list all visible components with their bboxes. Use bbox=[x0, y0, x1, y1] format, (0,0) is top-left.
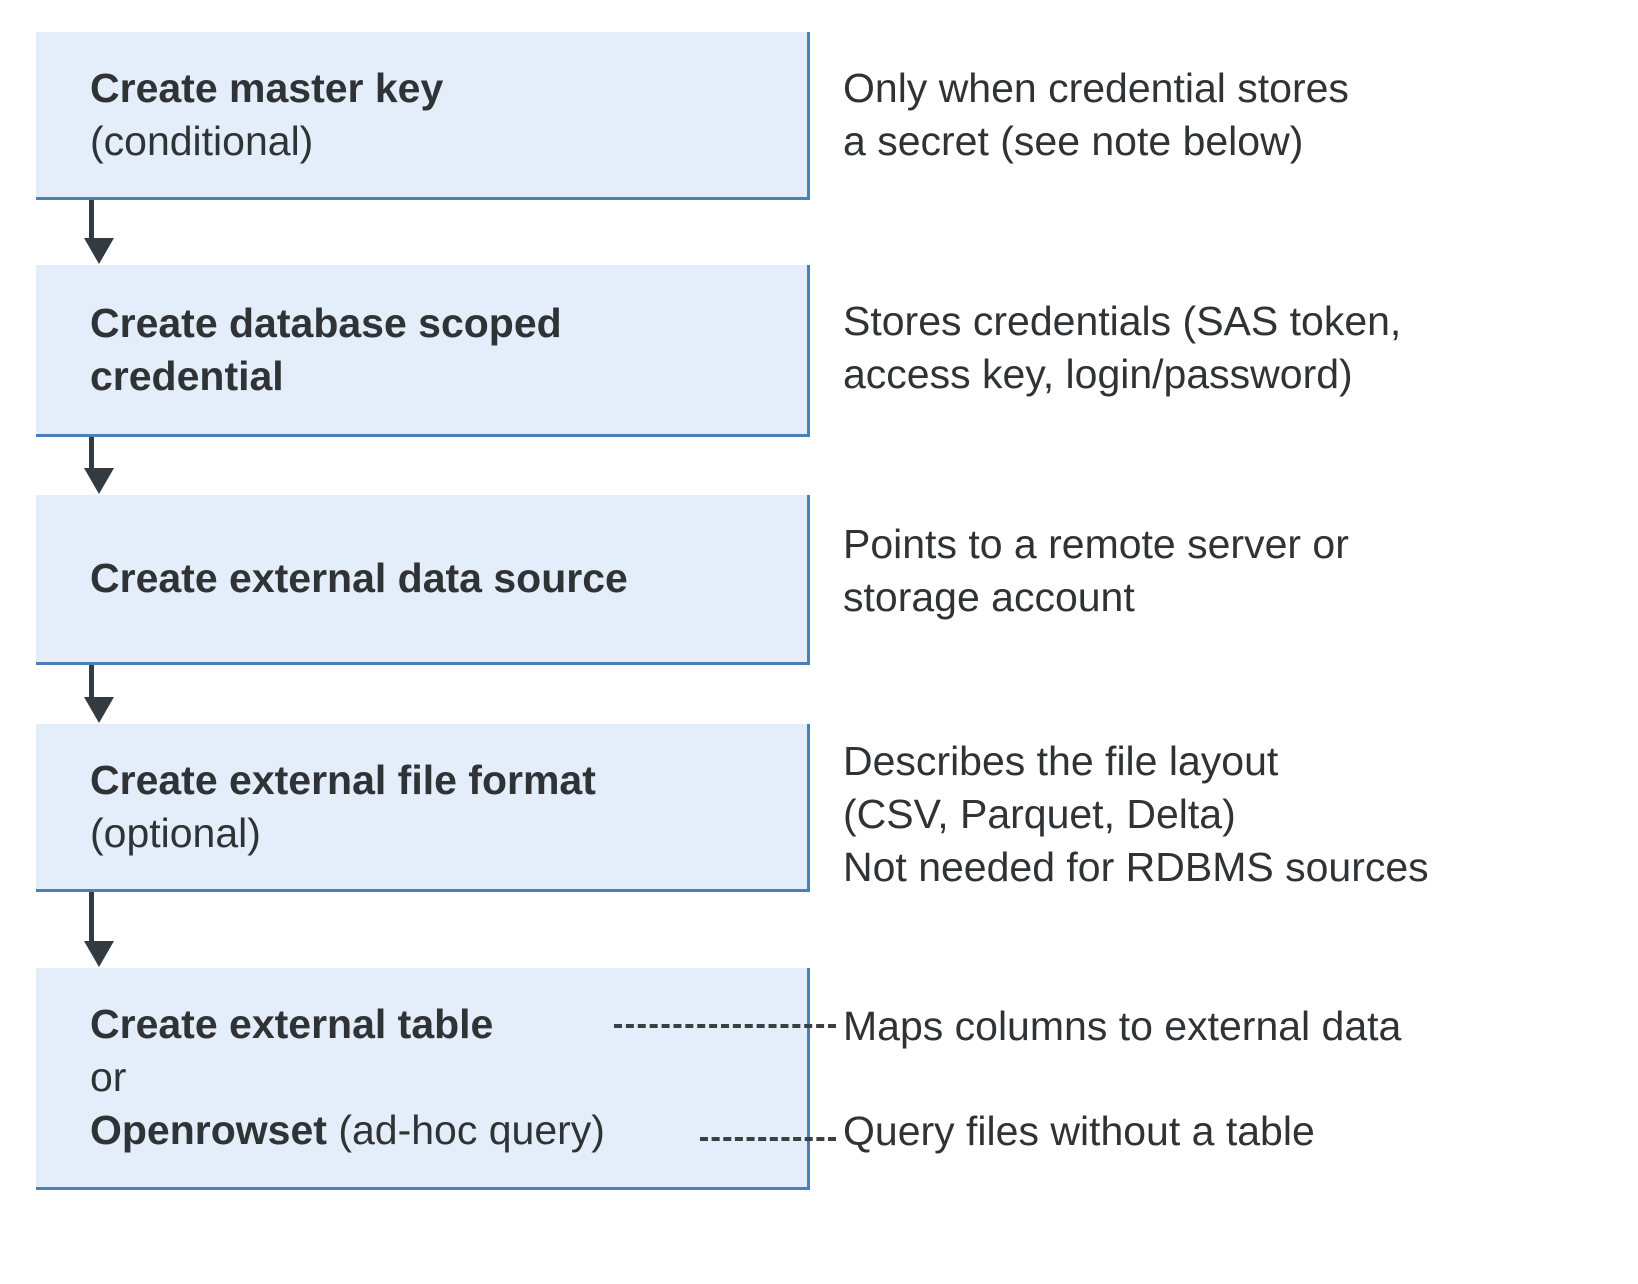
flow-box-create-external-file-format[interactable]: Create external file format (optional) bbox=[36, 724, 810, 892]
flow-box-create-master-key[interactable]: Create master key (conditional) bbox=[36, 32, 810, 200]
note-create-external-file-format: Describes the file layout (CSV, Parquet,… bbox=[843, 735, 1633, 894]
note-line: Query files without a table bbox=[843, 1108, 1315, 1154]
flow-box-create-external-data-source[interactable]: Create external data source bbox=[36, 495, 810, 665]
dashed-connector-external-table bbox=[614, 1024, 836, 1028]
box-title-create-database-scoped: Create database scoped bbox=[90, 299, 562, 346]
note-line: Stores credentials (SAS token, bbox=[843, 298, 1402, 344]
box-text-group: Create external file format (optional) bbox=[36, 754, 807, 860]
note-line: (CSV, Parquet, Delta) bbox=[843, 791, 1236, 837]
box-title-create-master-key: Create master key bbox=[90, 64, 444, 111]
box-title-create-external-table: Create external table bbox=[90, 1001, 494, 1047]
box-text-group: Create database scoped credential bbox=[36, 297, 807, 403]
note-create-external-data-source: Points to a remote server or storage acc… bbox=[843, 518, 1633, 624]
box-subtitle-conditional: (conditional) bbox=[90, 117, 314, 164]
arrow-shaft bbox=[89, 200, 94, 239]
openrowset-label: Openrowset bbox=[90, 1107, 327, 1153]
box-title-credential: credential bbox=[90, 352, 284, 399]
box-title-create-external-file-format: Create external file format bbox=[90, 756, 596, 803]
note-line: access key, login/password) bbox=[843, 351, 1353, 397]
box-subtitle-optional: (optional) bbox=[90, 809, 261, 856]
openrowset-qualifier: (ad-hoc query) bbox=[326, 1107, 605, 1153]
flow-box-create-external-table-or-openrowset[interactable]: Create external table or Openrowset (ad-… bbox=[36, 968, 810, 1190]
box-text-group: Create master key (conditional) bbox=[36, 62, 807, 168]
note-line: Describes the file layout bbox=[843, 738, 1279, 784]
note-query-files-without-a-table: Query files without a table bbox=[843, 1105, 1633, 1158]
note-line: a secret (see note below) bbox=[843, 118, 1304, 164]
arrow-down-icon-3 bbox=[84, 665, 114, 724]
arrow-head bbox=[84, 468, 114, 494]
box-title-openrowset: Openrowset (ad-hoc query) bbox=[90, 1104, 793, 1157]
arrow-head bbox=[84, 941, 114, 967]
flow-box-create-database-scoped-credential[interactable]: Create database scoped credential bbox=[36, 265, 810, 437]
arrow-head bbox=[84, 697, 114, 723]
arrow-shaft bbox=[89, 892, 94, 942]
arrow-down-icon-4 bbox=[84, 892, 114, 968]
note-line: Only when credential stores bbox=[843, 65, 1349, 111]
box-title-create-external-data-source: Create external data source bbox=[90, 555, 628, 601]
arrow-down-icon-2 bbox=[84, 437, 114, 495]
arrow-shaft bbox=[89, 437, 94, 469]
box-conjunction-or: or bbox=[90, 1054, 127, 1100]
note-line: Points to a remote server or bbox=[843, 521, 1349, 567]
arrow-down-icon-1 bbox=[84, 200, 114, 265]
note-line: storage account bbox=[843, 574, 1135, 620]
arrow-head bbox=[84, 238, 114, 264]
arrow-shaft bbox=[89, 665, 94, 698]
note-create-database-scoped-credential: Stores credentials (SAS token, access ke… bbox=[843, 295, 1633, 401]
box-text-group: Create external table or Openrowset (ad-… bbox=[36, 998, 807, 1157]
note-maps-columns-to-external-data: Maps columns to external data bbox=[843, 1000, 1633, 1053]
dashed-connector-openrowset bbox=[700, 1137, 836, 1141]
box-text-group: Create external data source bbox=[36, 552, 807, 605]
note-create-master-key: Only when credential stores a secret (se… bbox=[843, 62, 1633, 168]
note-line: Not needed for RDBMS sources bbox=[843, 844, 1429, 890]
note-line: Maps columns to external data bbox=[843, 1003, 1402, 1049]
